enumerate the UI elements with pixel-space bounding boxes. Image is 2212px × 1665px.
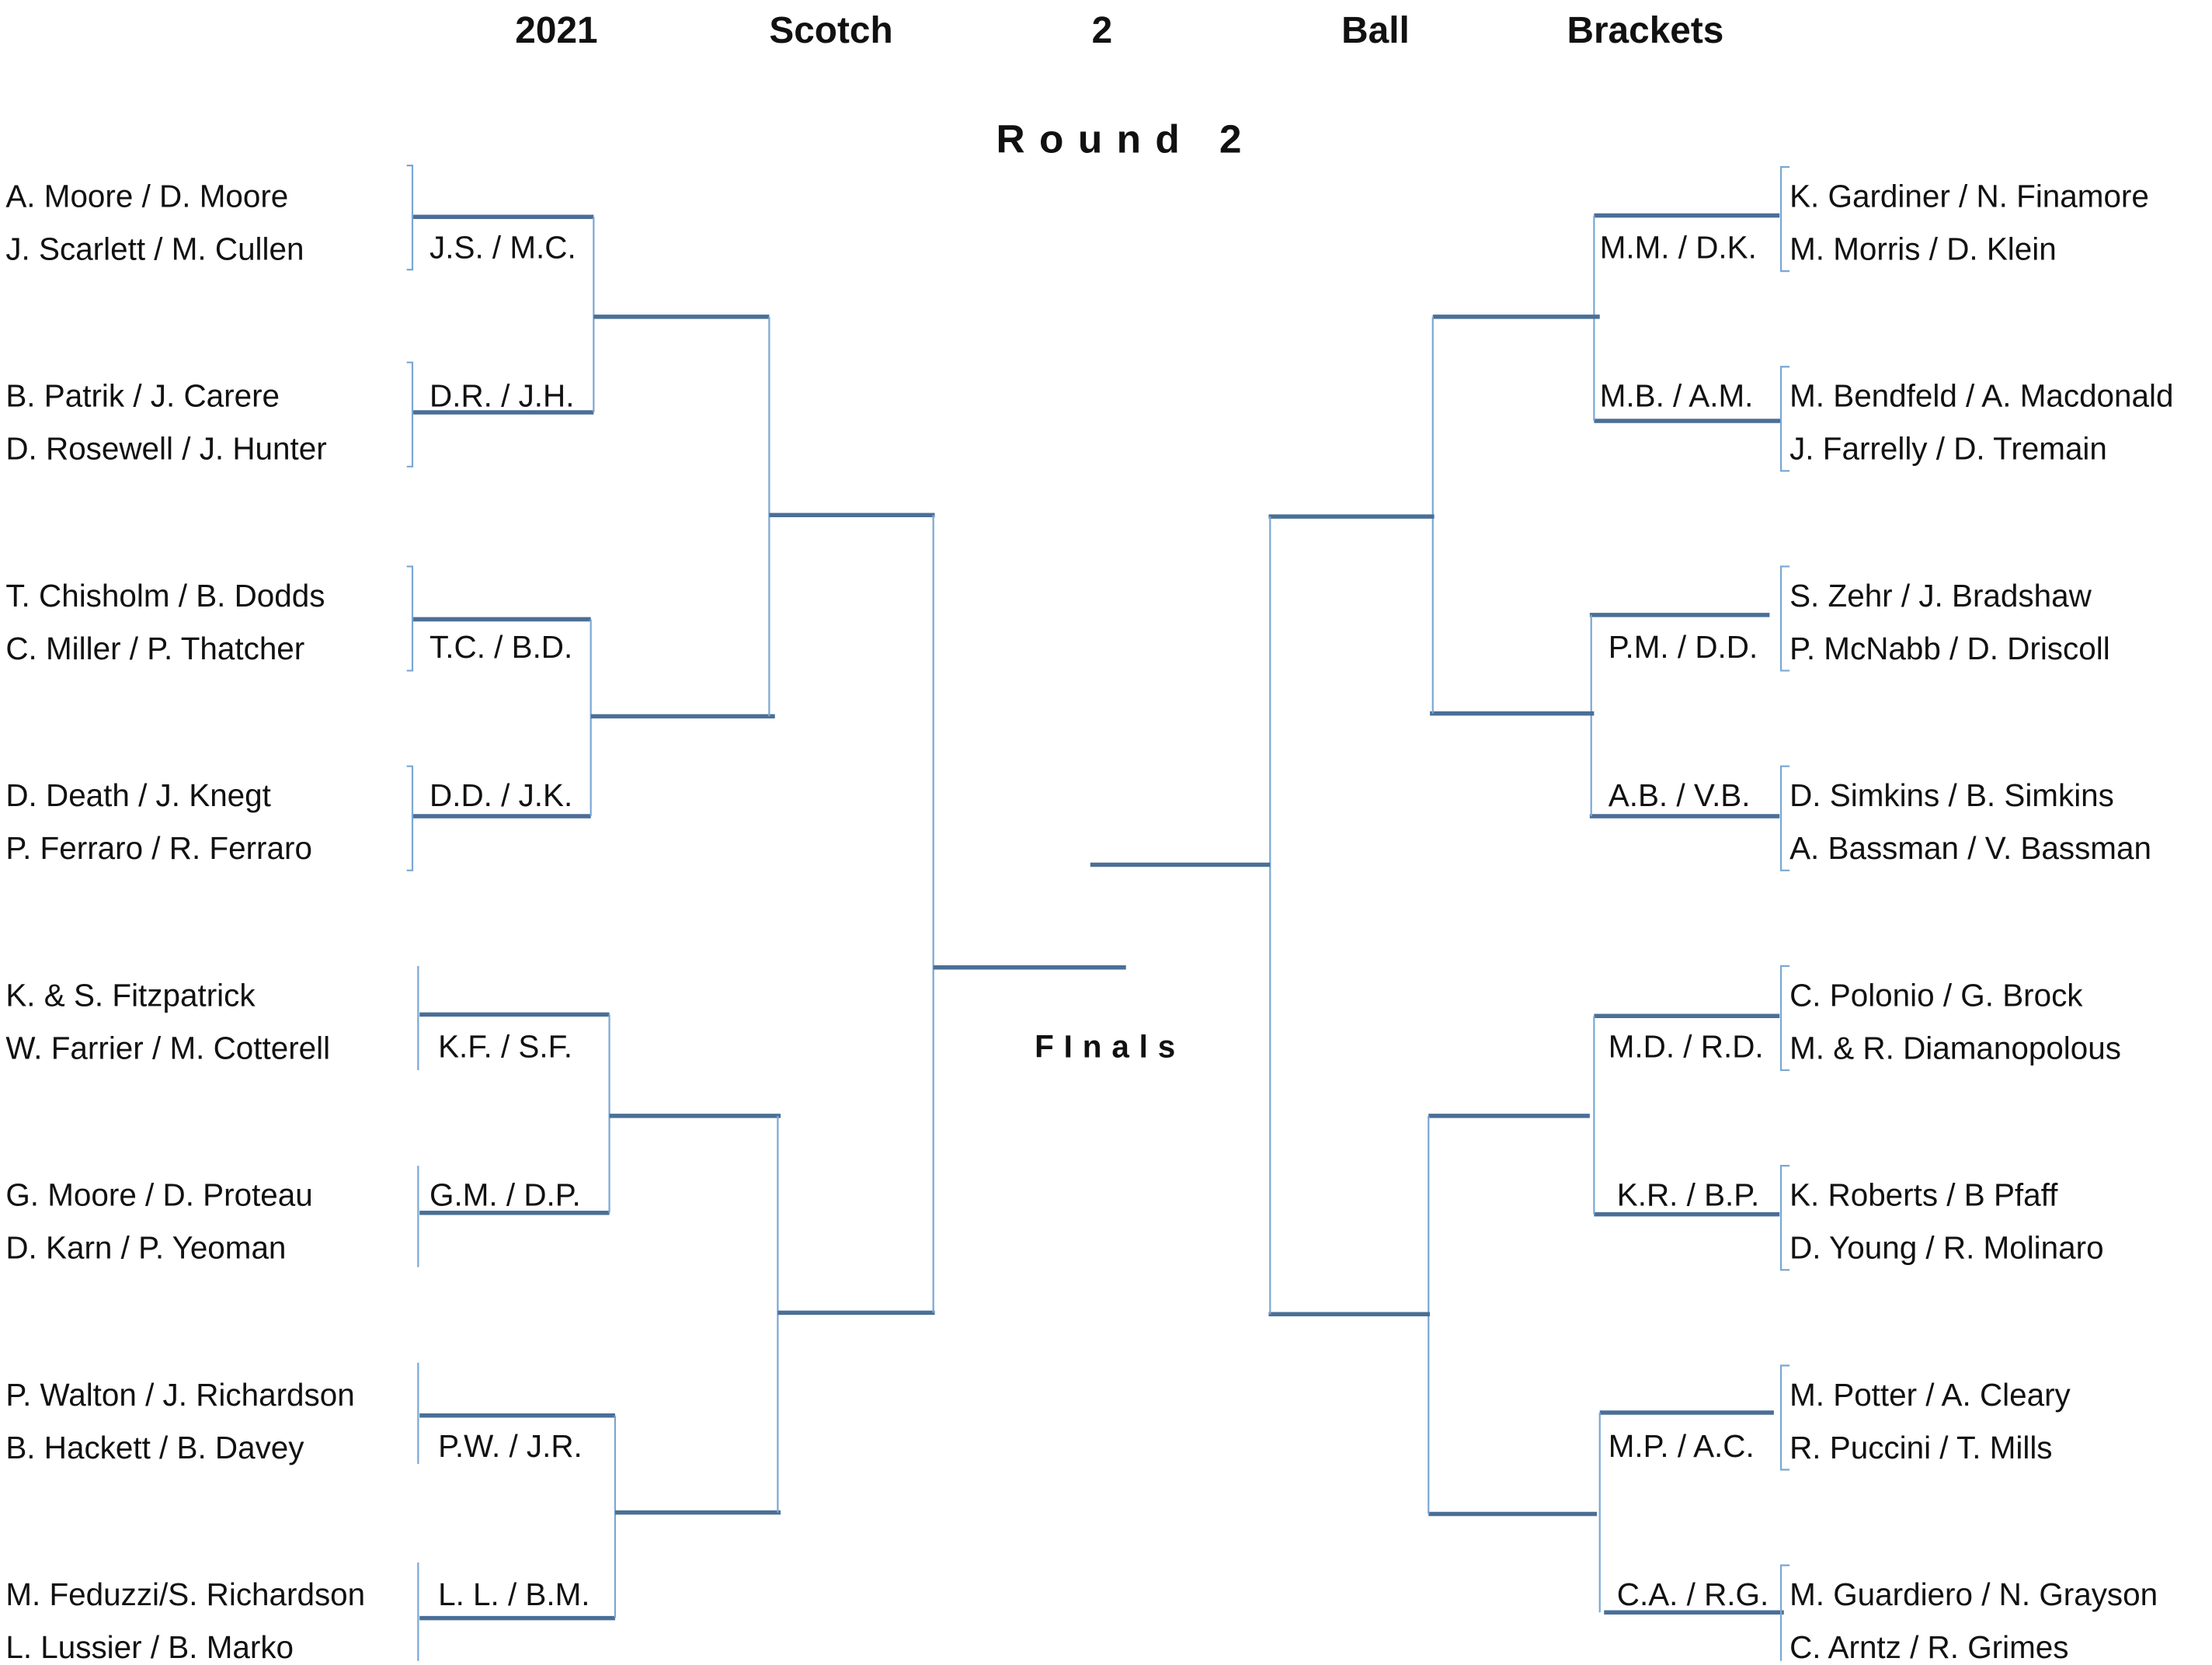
left-winner-name: J.S. / M.C. (430, 229, 576, 266)
left-winner-name: D.R. / J.H. (430, 377, 575, 414)
title-word-two: 2 (1091, 9, 1113, 52)
left-team-name: C. Miller / P. Thatcher (5, 631, 305, 667)
left-team-brace (406, 565, 414, 672)
right-team-name: C. Arntz / R. Grimes (1789, 1629, 2069, 1665)
right-team-name: D. Simkins / B. Simkins (1789, 777, 2114, 814)
left-team-brace (406, 361, 414, 468)
right-winner-name: M.P. / A.C. (1608, 1428, 1755, 1465)
right-team-brace (1779, 765, 1790, 871)
right-team-name: K. Roberts / B Pfaff (1789, 1177, 2058, 1213)
left-team-name: A. Moore / D. Moore (5, 178, 289, 214)
left-winner-name: P.W. / J.R. (438, 1428, 583, 1465)
right-team-name: K. Gardiner / N. Finamore (1789, 178, 2149, 214)
left-team-name: L. Lussier / B. Marko (5, 1629, 294, 1665)
right-winner-name: M.M. / D.K. (1599, 229, 1757, 266)
left-winner-name: K.F. / S.F. (438, 1028, 573, 1065)
right-winner-name: P.M. / D.D. (1608, 629, 1758, 666)
left-team-brace (406, 765, 414, 871)
right-team-brace (1779, 1165, 1790, 1271)
right-winner-name: M.B. / A.M. (1599, 377, 1754, 414)
right-team-brace (1779, 366, 1790, 472)
right-team-name: M. Potter / A. Cleary (1789, 1377, 2071, 1413)
right-winner-name: C.A. / R.G. (1616, 1576, 1769, 1613)
right-team-name: C. Polonio / G. Brock (1789, 977, 2083, 1013)
left-team-name: W. Farrier / M. Cotterell (5, 1030, 331, 1066)
left-team-name: P. Walton / J. Richardson (5, 1377, 355, 1413)
left-team-name: G. Moore / D. Proteau (5, 1177, 313, 1213)
left-team-name: D. Death / J. Knegt (5, 777, 271, 814)
left-team-name: D. Rosewell / J. Hunter (5, 430, 327, 467)
left-team-name: B. Hackett / B. Davey (5, 1430, 304, 1466)
left-team-brace (406, 165, 414, 271)
left-winner-name: G.M. / D.P. (430, 1177, 581, 1213)
title-word-ball: Ball (1341, 9, 1410, 52)
round-label: Round 2 (996, 116, 1256, 162)
left-winner-name: T.C. / B.D. (430, 629, 573, 666)
left-team-name: B. Patrik / J. Carere (5, 377, 280, 414)
right-team-brace (1779, 965, 1790, 1072)
right-team-name: R. Puccini / T. Mills (1789, 1430, 2053, 1466)
left-winner-name: D.D. / J.K. (430, 777, 573, 814)
right-team-name: M. Morris / D. Klein (1789, 231, 2057, 267)
left-team-name: D. Karn / P. Yeoman (5, 1229, 287, 1266)
right-team-name: A. Bassman / V. Bassman (1789, 830, 2151, 867)
right-team-name: M. Guardiero / N. Grayson (1789, 1576, 2158, 1613)
finals-label: FInals (1035, 1028, 1186, 1065)
right-team-name: M. & R. Diamanopolous (1789, 1030, 2121, 1066)
right-team-name: P. McNabb / D. Driscoll (1789, 631, 2110, 667)
title-word-scotch: Scotch (769, 9, 893, 52)
right-winner-name: K.R. / B.P. (1616, 1177, 1760, 1213)
right-team-name: S. Zehr / J. Bradshaw (1789, 578, 2092, 614)
right-team-brace (1779, 565, 1790, 672)
right-team-name: J. Farrelly / D. Tremain (1789, 430, 2107, 467)
right-winner-name: M.D. / R.D. (1608, 1028, 1764, 1065)
left-team-name: K. & S. Fitzpatrick (5, 977, 256, 1013)
left-winner-name: L. L. / B.M. (438, 1576, 590, 1613)
left-team-name: M. Feduzzi/S. Richardson (5, 1576, 366, 1613)
right-team-brace (1779, 1564, 1790, 1661)
right-team-name: M. Bendfeld / A. Macdonald (1789, 377, 2174, 414)
left-team-name: J. Scarlett / M. Cullen (5, 231, 304, 267)
right-team-brace (1779, 1364, 1790, 1471)
left-team-name: T. Chisholm / B. Dodds (5, 578, 325, 614)
right-winner-name: A.B. / V.B. (1608, 777, 1751, 814)
left-team-name: P. Ferraro / R. Ferraro (5, 830, 312, 867)
right-team-brace (1779, 165, 1790, 273)
title-word-brackets: Brackets (1567, 9, 1724, 52)
right-team-name: D. Young / R. Molinaro (1789, 1229, 2104, 1266)
title-word-year: 2021 (515, 9, 598, 52)
